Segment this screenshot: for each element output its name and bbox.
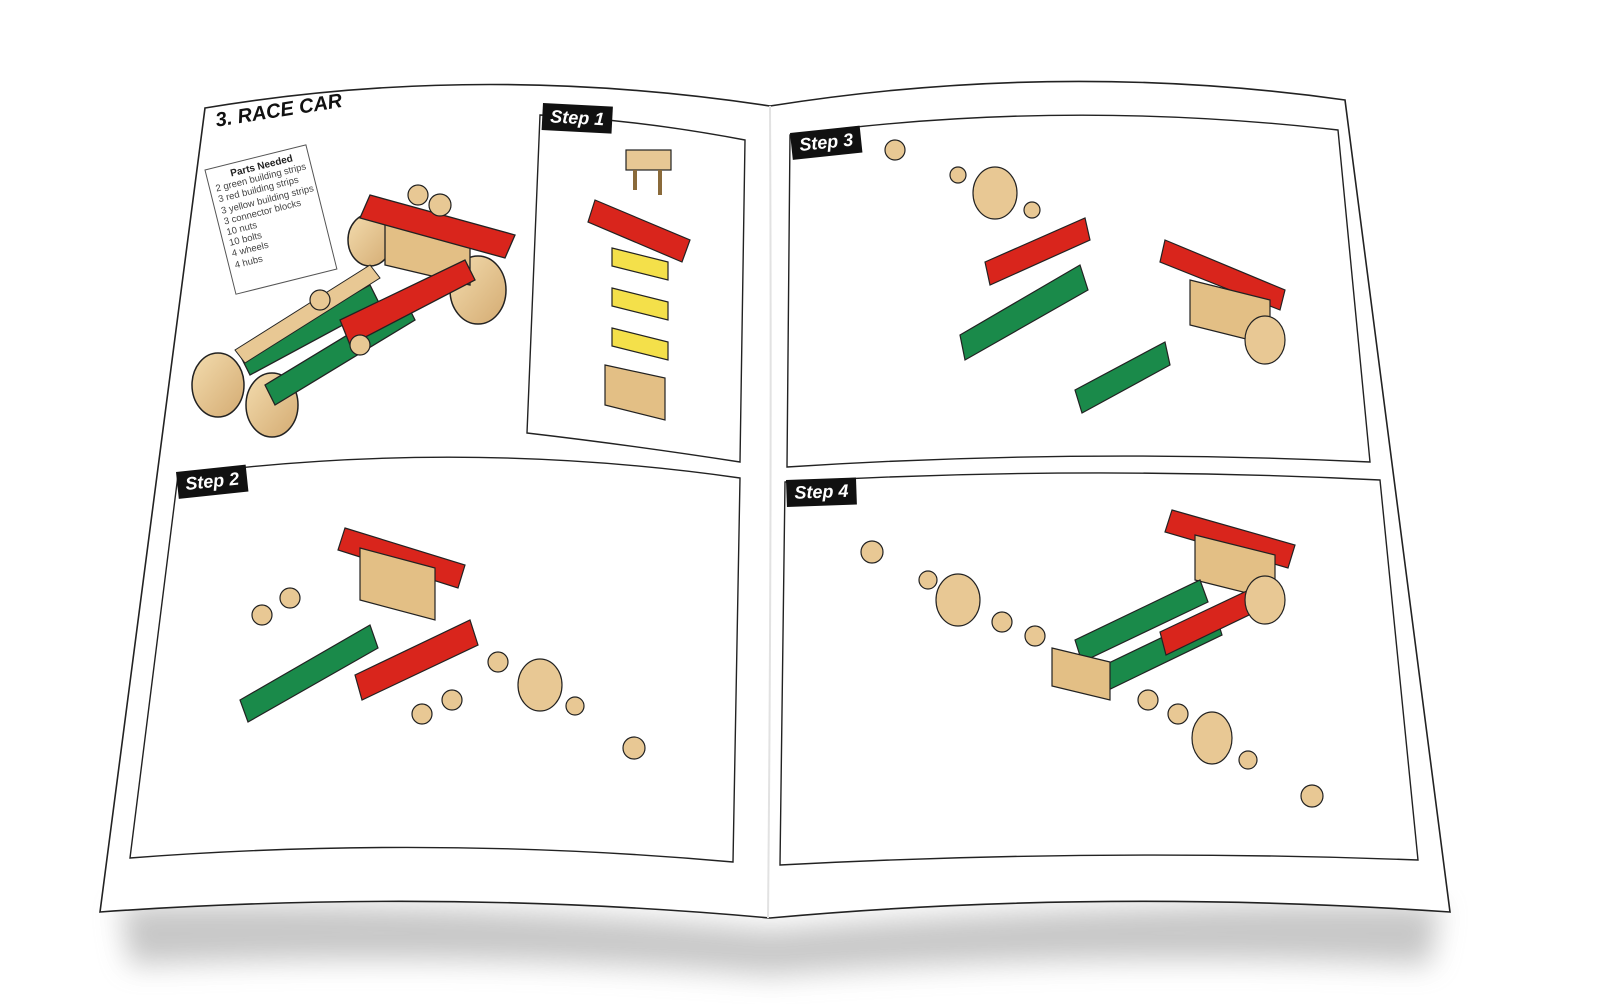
step-3-panel [786,114,1371,468]
parts-needed-box [204,144,338,295]
step-1-label: Step 1 [541,103,613,134]
step-1-panel [526,114,746,463]
step-4-panel [779,472,1419,866]
spine-fold [767,105,772,919]
race-car-illustration [191,144,516,438]
booklet-shadow [120,904,1440,975]
step-4-label: Step 4 [786,477,857,507]
step-2-panel [129,456,741,863]
